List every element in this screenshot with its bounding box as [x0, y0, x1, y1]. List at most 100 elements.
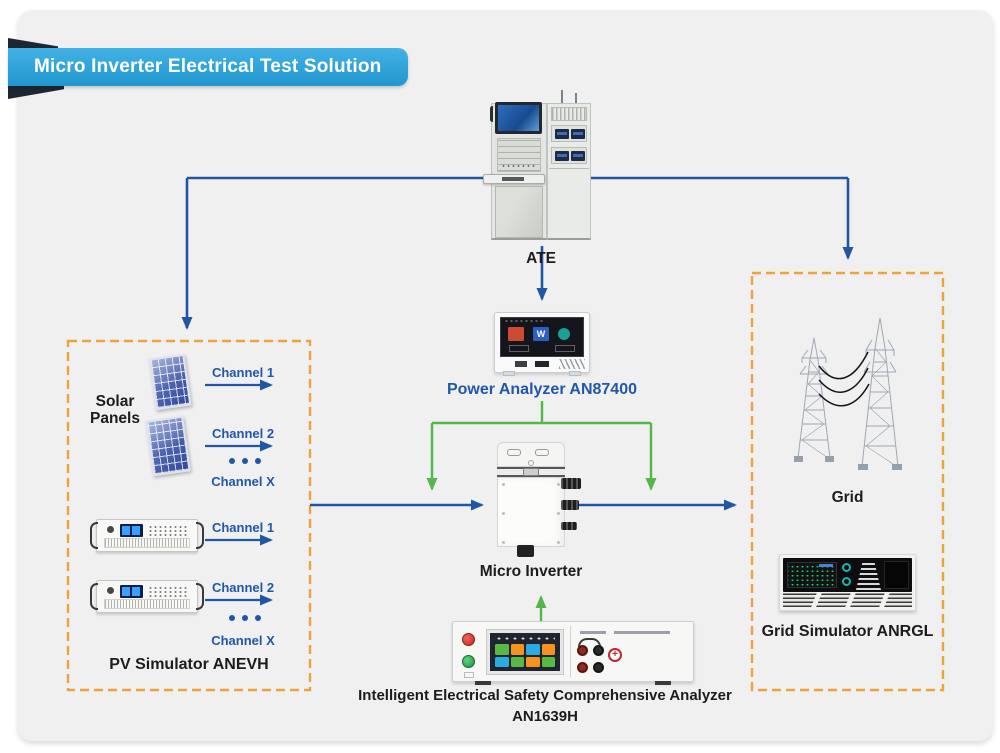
pv-simulator-unit	[90, 519, 204, 552]
ate-monitor	[495, 102, 542, 134]
power-switch-icon	[464, 672, 474, 678]
grid-simulator-illustration	[779, 554, 916, 611]
channel-label: Channel 1	[211, 365, 275, 380]
hv-terminal: +	[608, 648, 622, 662]
ate-instrument-panel	[497, 138, 541, 172]
channel-label: Channel X	[211, 474, 275, 489]
safety-analyzer-illustration: +	[452, 621, 694, 685]
screen-button	[555, 345, 575, 352]
solar-panel-icon	[148, 353, 192, 411]
channel-label: Channel X	[211, 633, 275, 648]
channel-label: Channel 2	[211, 426, 275, 441]
panel-divider	[570, 626, 571, 677]
ac-connector	[517, 545, 534, 557]
power-analyzer-screen: W	[500, 317, 584, 357]
screen-tile-teal	[558, 328, 570, 340]
banana-jack	[593, 645, 604, 656]
inverter-band	[497, 467, 565, 477]
page-title: Micro Inverter Electrical Test Solution	[34, 56, 382, 77]
brand-text-area	[580, 629, 680, 637]
channel-label: Channel 2	[211, 580, 275, 595]
bottom-grille	[783, 593, 912, 607]
micro-inverter-illustration	[497, 442, 581, 557]
psu-knob	[107, 526, 114, 533]
pv-simulator-caption: PV Simulator ANEVH	[109, 656, 269, 673]
psu-handle	[196, 522, 204, 549]
dc-connector	[561, 500, 579, 510]
screen-menu-dots	[504, 320, 544, 322]
pv-simulator-dashed-box	[66, 339, 312, 692]
power-analyzer-label: Power Analyzer AN87400	[446, 381, 637, 398]
ate-vent-panel	[551, 107, 587, 121]
psu-handle	[90, 522, 98, 549]
psu-vent	[104, 599, 190, 609]
channel-label: Channel 1	[211, 520, 275, 535]
psu-handle	[196, 583, 204, 610]
ate-keyboard-tray	[483, 174, 545, 184]
ground-ring	[528, 460, 534, 466]
screen-tile-watt: W	[533, 327, 549, 341]
page-title-banner: Micro Inverter Electrical Test Solution	[8, 48, 408, 86]
center-vent	[856, 560, 881, 590]
psu-buttons	[148, 586, 188, 598]
mount-slot	[535, 449, 549, 456]
ellipsis-dots	[205, 613, 285, 623]
psu-handle	[90, 583, 98, 610]
psu-display	[120, 585, 143, 598]
device-foot	[655, 681, 671, 685]
psu-display	[120, 524, 143, 537]
app-tiles	[495, 644, 555, 667]
device-foot	[569, 371, 581, 376]
psu-buttons	[148, 525, 188, 537]
jumper-wire	[578, 638, 601, 647]
knob-icon	[842, 563, 851, 572]
banana-jack	[577, 662, 588, 673]
antenna-icon	[561, 90, 563, 103]
stop-button-icon	[462, 633, 475, 646]
grid-simulator-front-panel	[783, 558, 912, 592]
power-wires	[818, 351, 870, 407]
screw-dots	[502, 483, 505, 486]
front-connector	[535, 361, 549, 367]
solar-panels-label: Solar Panels	[90, 393, 140, 427]
tower-right	[858, 317, 902, 470]
ate-instrument-row	[551, 125, 587, 142]
screen-button	[509, 345, 529, 352]
safety-analyzer-label-line2: AN1639H	[512, 708, 578, 725]
banana-jack	[577, 645, 588, 656]
psu-knob	[107, 587, 114, 594]
status-icon-row	[495, 636, 555, 641]
ate-cabinet-door	[495, 186, 543, 238]
device-foot	[503, 371, 515, 376]
start-button-icon	[462, 655, 475, 668]
ellipsis-dots	[205, 456, 285, 466]
right-screen	[884, 561, 909, 589]
tower-left	[794, 337, 834, 462]
ate-rack-illustration	[483, 90, 593, 246]
safety-analyzer-touchscreen	[486, 629, 564, 675]
vent-lines	[559, 359, 585, 369]
grid-dashed-box	[750, 271, 945, 692]
knob-icon	[842, 577, 851, 586]
antenna-icon	[575, 93, 577, 103]
psu-vent	[104, 538, 190, 548]
solar-panel-icon	[145, 415, 191, 477]
ate-instrument-row	[551, 147, 587, 164]
ate-lower-door	[549, 168, 589, 237]
micro-inverter-label: Micro Inverter	[479, 563, 583, 580]
dc-connector	[561, 522, 577, 530]
device-foot	[475, 681, 491, 685]
ate-label: ATE	[526, 250, 556, 267]
ate-cable	[490, 106, 495, 122]
safety-analyzer-label-line1: Intelligent Electrical Safety Comprehens…	[358, 687, 732, 704]
screen-tile-red	[508, 327, 524, 341]
grid-simulator-caption: Grid Simulator ANRGL	[761, 623, 934, 640]
dc-connector	[561, 478, 581, 489]
banana-jack	[593, 662, 604, 673]
inverter-body	[497, 477, 565, 547]
mount-slot	[507, 449, 521, 456]
transmission-towers-icon	[794, 317, 902, 470]
front-connector	[515, 361, 527, 367]
power-analyzer-illustration: W	[494, 312, 590, 376]
